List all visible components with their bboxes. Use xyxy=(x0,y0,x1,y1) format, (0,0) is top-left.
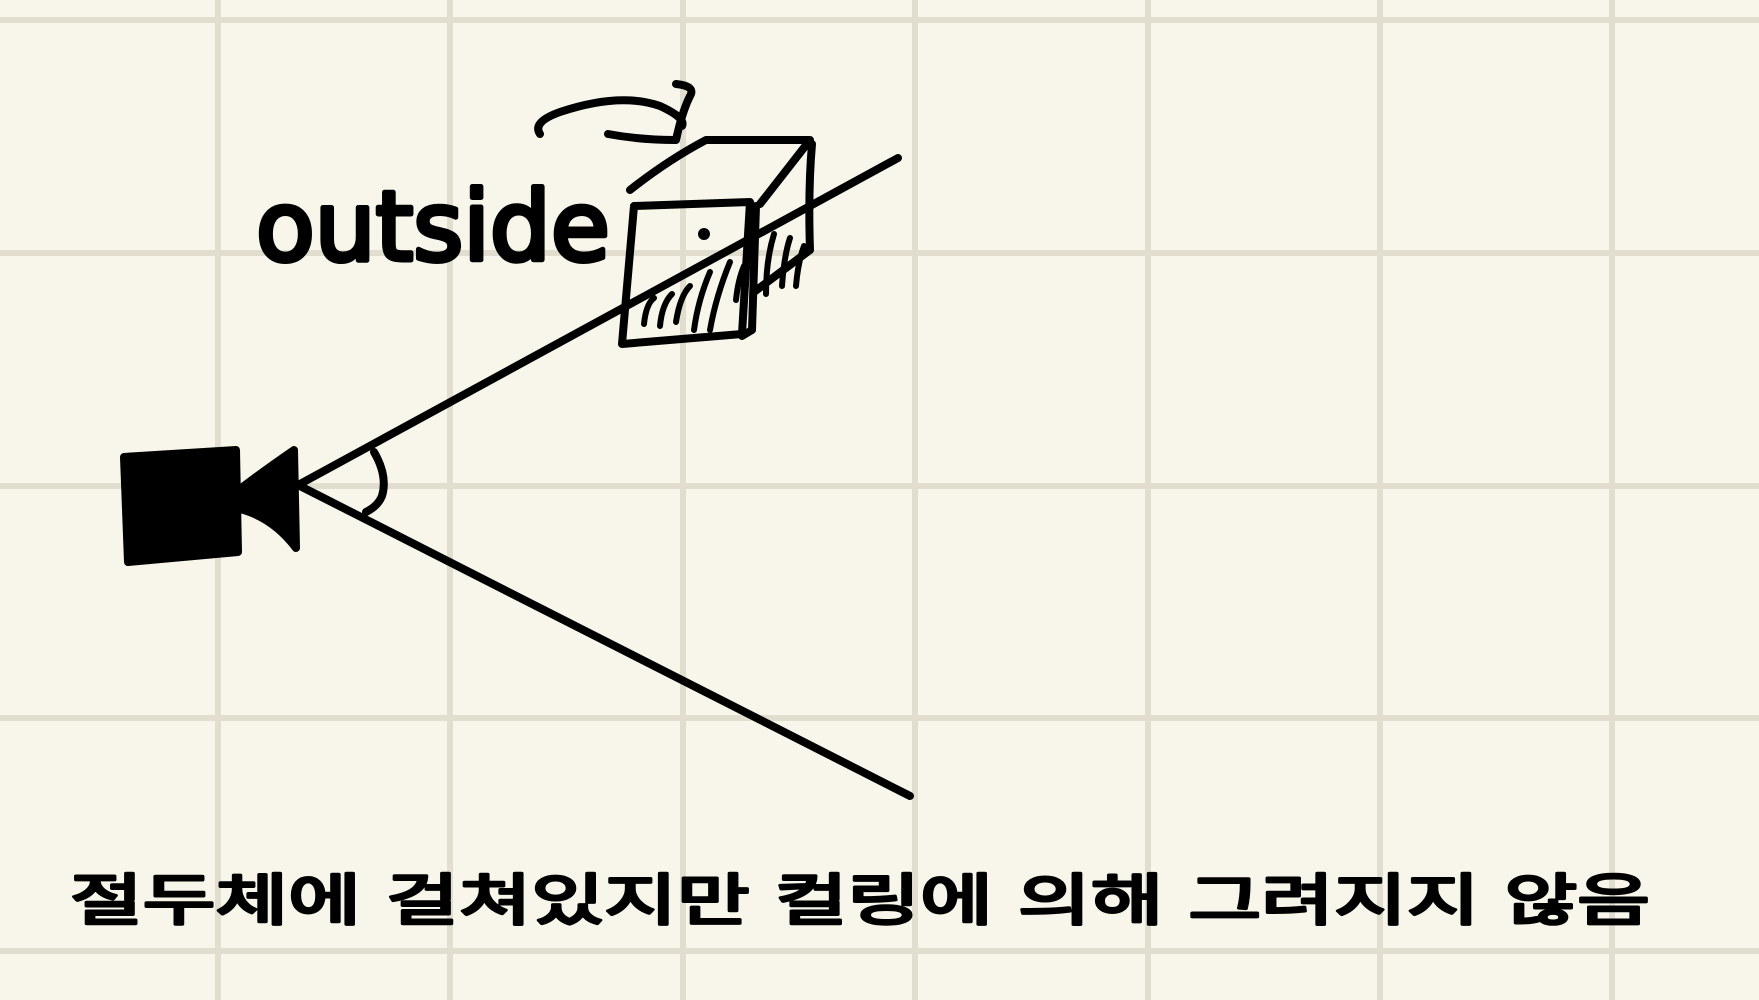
cube-object xyxy=(618,136,816,348)
outside-label: outside xyxy=(256,171,610,283)
frustum-upper-edge xyxy=(296,154,902,488)
camera-icon xyxy=(120,446,300,566)
frustum-lower-edge xyxy=(296,482,914,800)
frustum xyxy=(296,154,914,800)
field-of-view-angle-arc xyxy=(362,448,388,516)
caption-text: 절두체에 걸쳐있지만 컬링에 의해 그려지지 않음 xyxy=(70,869,1650,934)
visible-part-hatching xyxy=(641,231,807,333)
curved-arrow-icon xyxy=(534,80,696,144)
